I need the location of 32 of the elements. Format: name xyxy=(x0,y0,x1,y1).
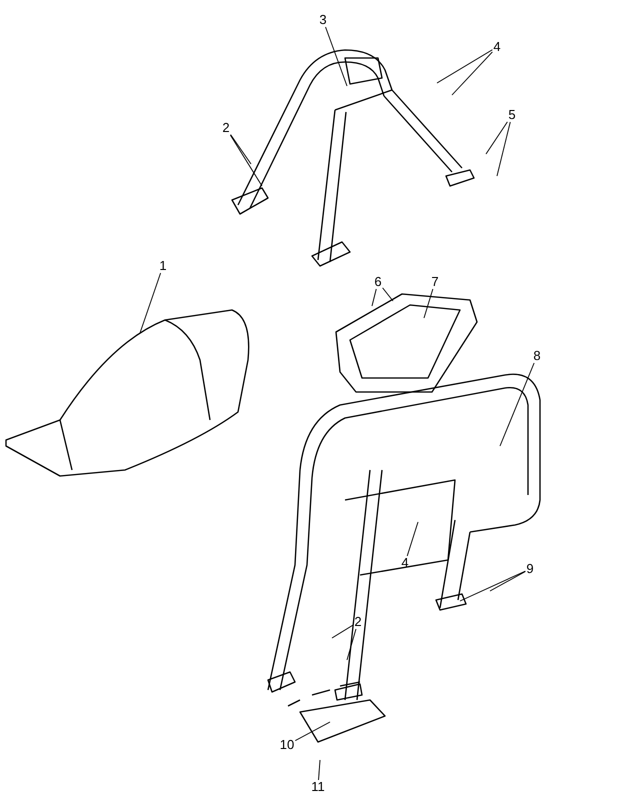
callout-number: 7 xyxy=(430,275,440,289)
leader-line xyxy=(325,26,348,86)
callout-number: 3 xyxy=(318,13,328,27)
callout-number: 11 xyxy=(310,780,326,794)
leader-line xyxy=(230,134,262,186)
callout-number: 6 xyxy=(373,275,383,289)
leader-line xyxy=(452,51,493,96)
leader-line xyxy=(372,288,377,306)
leader-line xyxy=(500,362,535,446)
leader-line xyxy=(382,287,394,302)
leader-line xyxy=(406,522,418,556)
callout-number: 10 xyxy=(278,738,296,752)
leader-line xyxy=(346,628,356,660)
callout-number: 4 xyxy=(400,556,410,570)
leader-line xyxy=(424,288,434,318)
leader-line xyxy=(496,122,511,176)
leader-line xyxy=(140,272,162,334)
leader-line xyxy=(294,722,330,742)
leader-line xyxy=(490,571,526,592)
callout-number: 5 xyxy=(507,108,517,122)
callout-number: 8 xyxy=(532,349,542,363)
callout-number: 2 xyxy=(353,615,363,629)
leader-line xyxy=(436,49,493,84)
leader-line xyxy=(318,760,320,780)
callout-number: 9 xyxy=(525,562,535,576)
callout-number: 4 xyxy=(492,40,502,54)
leader-line xyxy=(230,134,252,164)
leader-line xyxy=(486,121,508,154)
leader-line xyxy=(332,624,354,638)
callout-number: 2 xyxy=(221,121,231,135)
leader-line xyxy=(460,570,526,602)
callout-number: 1 xyxy=(158,259,168,273)
